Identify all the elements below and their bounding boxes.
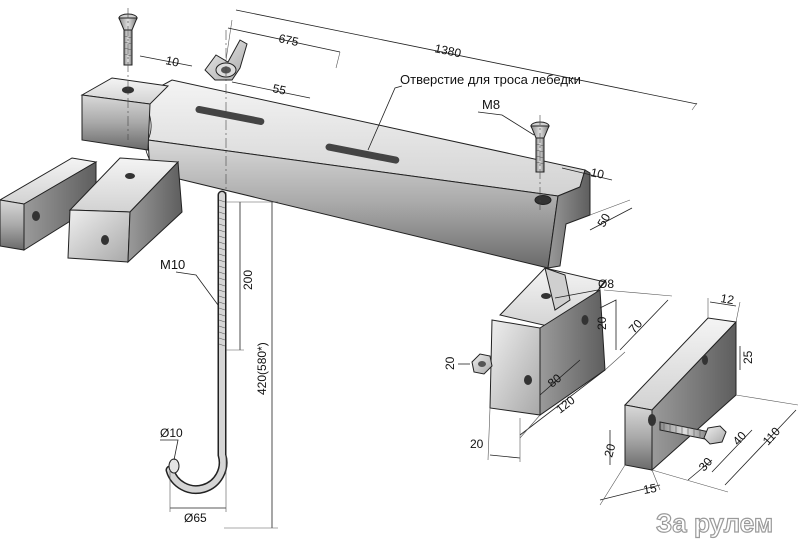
rplate-hole-upper [702,355,708,365]
rblock-side-hole [581,315,589,325]
left-block-front [67,209,131,263]
left-block-hole [101,235,109,245]
dim-420: 420(580*) [255,342,269,395]
left-block-side [127,160,183,264]
dim-20-nut: 20 [443,356,457,370]
dim-10-right: 10 [589,165,605,182]
left-plate-front [0,199,25,251]
dimension-lines [139,9,799,529]
beam-slot-rope [325,143,400,164]
left-clamp-assembly [0,157,183,264]
dim-20-plate: 20 [601,442,618,459]
j-hook-stud [165,190,228,495]
dim-40: 40 [730,428,750,448]
dim-25: 25 [741,350,755,364]
dim-70: 70 [626,316,646,336]
rope-hole-label: Отверстие для троса лебедки [400,72,581,87]
top-bolt-left [118,8,138,140]
stub-front-face [81,94,151,151]
bolt-m8 [530,115,550,210]
dim-dia10: Ø10 [160,426,183,440]
stud-m10-label: M10 [160,257,185,272]
dim-675: 675 [277,31,300,49]
dim-12: 12 [719,291,735,307]
dim-1380: 1380 [433,41,462,60]
dim-15: 15 [642,481,658,497]
left-block-top-hole [125,173,135,179]
beam-slot-left [195,105,265,126]
rblock-top-hole [541,293,551,299]
right-clamp-plate [624,317,738,472]
bolt-m8-label: M8 [482,97,500,112]
beam-bolt-hole-right [534,195,552,205]
main-channel-beam [145,79,591,269]
watermark-logo: За рулем [656,508,773,538]
dim-10-top: 10 [164,53,180,70]
wing-nut [204,30,248,200]
rblock-front [489,319,541,416]
left-beam-stub [80,77,170,151]
dim-200: 200 [241,270,255,290]
rplate-front [624,404,653,471]
dim-20-bottom: 20 [470,437,484,451]
plate-bolt-head [703,425,727,445]
dim-dia8: Ø8 [598,277,614,291]
right-clamp-block [471,267,606,416]
dim-50: 50 [594,211,613,230]
rblock-front-hole [524,375,532,385]
dim-20-block-side: 20 [595,316,609,330]
dim-55: 55 [271,81,287,98]
rplate-hole [648,414,656,426]
left-plate-hole [32,211,40,221]
dim-dia65: Ø65 [184,511,207,525]
